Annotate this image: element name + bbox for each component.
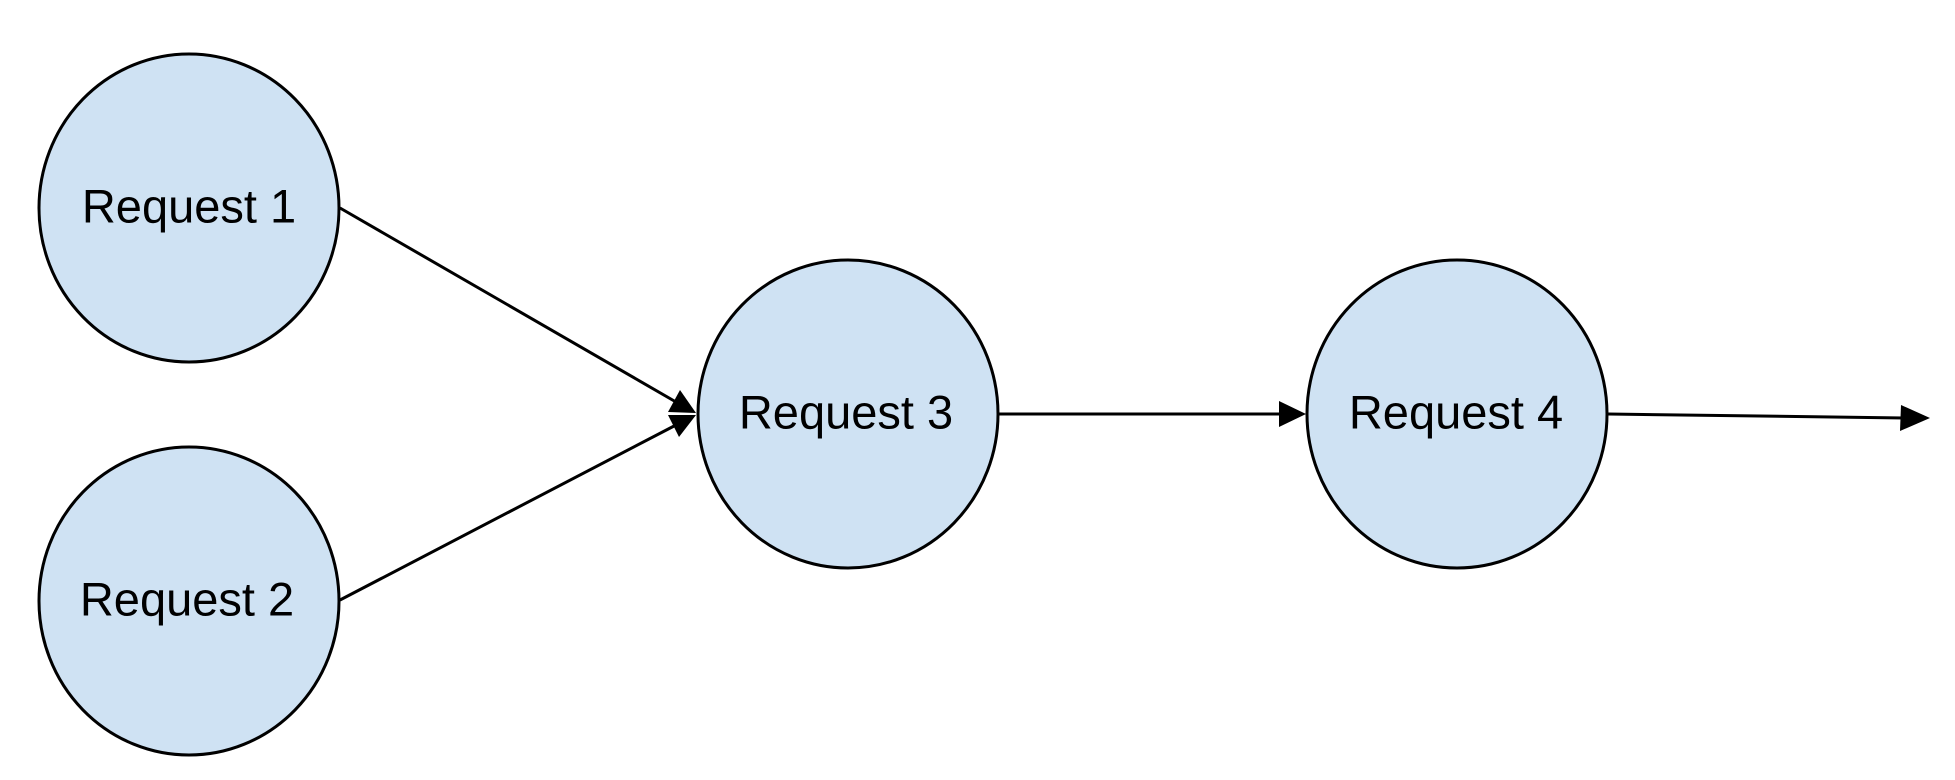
node-label: Request 4 (1349, 385, 1563, 438)
arrowhead (668, 415, 696, 437)
edge-request-4-outgoing (1607, 405, 1930, 431)
edge-request-3-to-request-4 (998, 401, 1306, 427)
edge-request-2-to-request-3 (339, 415, 696, 602)
node-circle (696, 258, 1000, 570)
edge-request-1-to-request-3 (339, 206, 696, 413)
edge-line (339, 423, 677, 602)
node-request-3: Request 3 (696, 258, 1000, 570)
edge-line (339, 206, 677, 404)
edge-line (1607, 412, 1905, 420)
edges-layer (339, 206, 1930, 602)
arrowhead (1900, 405, 1930, 431)
arrowhead (668, 390, 696, 413)
node-request-4: Request 4 (1305, 258, 1609, 570)
nodes-layer: Request 1 Request 2 Request 3 Request 4 (37, 52, 1609, 757)
node-label: Request 2 (80, 572, 294, 625)
node-request-1: Request 1 (37, 52, 341, 364)
node-circle (1305, 258, 1609, 570)
node-label: Request 1 (82, 179, 296, 232)
node-request-2: Request 2 (37, 445, 341, 757)
arrowhead (1279, 401, 1306, 427)
node-label: Request 3 (739, 385, 953, 438)
node-circle (37, 445, 341, 757)
node-circle (37, 52, 341, 364)
